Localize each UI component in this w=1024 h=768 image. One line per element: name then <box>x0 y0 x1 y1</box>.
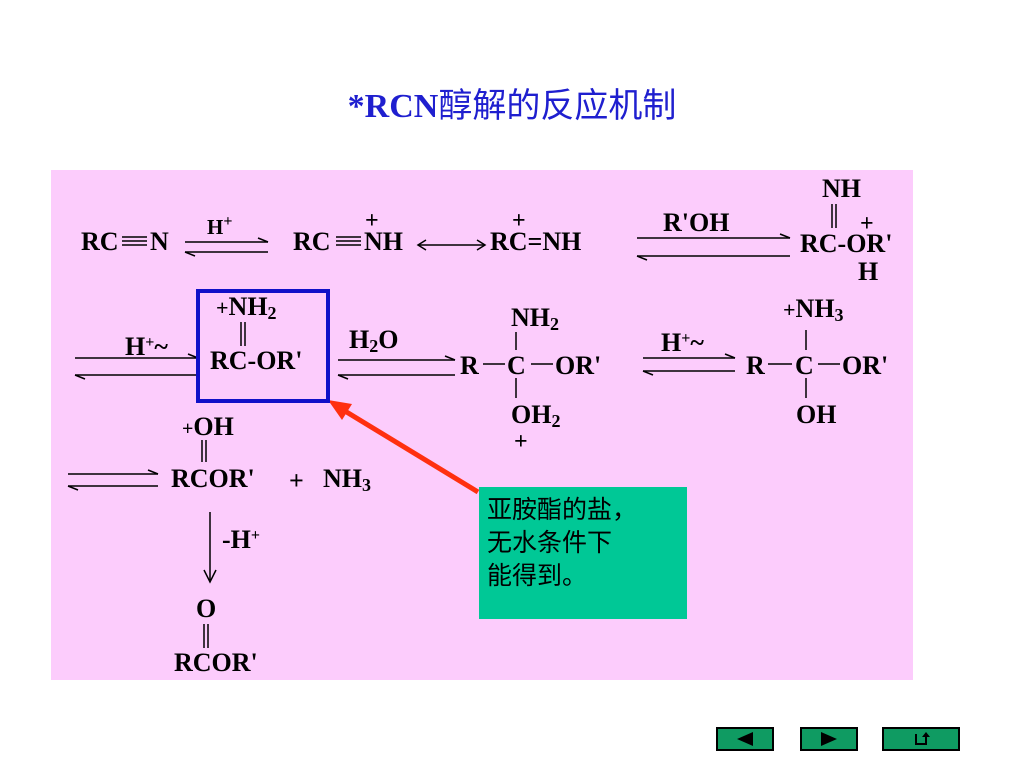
tetrahedral-1-plus: + <box>514 429 528 455</box>
nitrilium-rc: RC <box>293 227 331 256</box>
triangle-right-icon <box>821 732 837 746</box>
ammonia-label: NH3 <box>323 464 371 495</box>
deprotonation-label: -H+ <box>222 525 261 554</box>
nitrile-rc: RC <box>81 227 119 256</box>
tetrahedral-2-c: C <box>795 351 814 380</box>
ester-product: RCOR' <box>174 648 258 677</box>
nitrile-n: N <box>150 227 169 256</box>
next-button[interactable] <box>800 727 858 751</box>
return-icon <box>915 732 930 745</box>
page-title: *RCN醇解的反应机制 <box>0 78 1024 127</box>
nitrilium-nh: NH <box>364 227 403 256</box>
charge-plus-c: + <box>860 211 874 237</box>
imidate-rc-or: RC-OR' <box>210 346 303 375</box>
imine-cation: RC=NH <box>490 227 582 256</box>
proton-label-1: H+ <box>207 213 233 239</box>
tetrahedral-1-or: OR' <box>555 351 602 380</box>
triangle-left-icon <box>737 732 753 746</box>
ester-o: O <box>196 594 217 623</box>
title-text: 醇解的反应机制 <box>438 86 677 126</box>
plus-join: + <box>289 466 304 495</box>
tetrahedral-2-nh3: +NH3 <box>783 294 844 325</box>
tetrahedral-1-oh2: OH2 <box>511 400 561 431</box>
callout-line-3: 能得到。 <box>487 561 588 590</box>
tetrahedral-2-or: OR' <box>842 351 889 380</box>
proton-shift-1: H+~ <box>125 332 168 361</box>
tetrahedral-1-nh2: NH2 <box>511 303 559 334</box>
tetrahedral-1-r: R <box>460 351 479 380</box>
return-button[interactable] <box>882 727 960 751</box>
proton-shift-2: H+~ <box>661 328 704 357</box>
charge-plus-a: + <box>365 208 379 234</box>
tetrahedral-2-r: R <box>746 351 765 380</box>
charge-plus-b: + <box>512 208 526 234</box>
alcohol-label: R'OH <box>663 208 730 237</box>
callout-note: 亚胺酯的盐， 无水条件下 能得到。 <box>479 487 687 619</box>
previous-button[interactable] <box>716 727 774 751</box>
callout-line-2: 无水条件下 <box>487 528 613 557</box>
tetrahedral-2-oh: OH <box>796 400 837 429</box>
highlight-box <box>196 289 330 403</box>
water-label: H2O <box>349 325 399 356</box>
callout-line-1: 亚胺酯的盐， <box>487 495 638 524</box>
protonated-ester: RCOR' <box>171 464 255 493</box>
title-prefix: *RCN <box>347 88 439 125</box>
imidate-nh2: +NH2 <box>216 292 277 323</box>
tetrahedral-1-c: C <box>507 351 526 380</box>
adduct-rc-or: RC-OR' <box>800 229 893 258</box>
adduct-nh: NH <box>822 174 861 203</box>
adduct-h: H <box>858 257 879 286</box>
protonated-ester-oh: +OH <box>182 412 234 441</box>
